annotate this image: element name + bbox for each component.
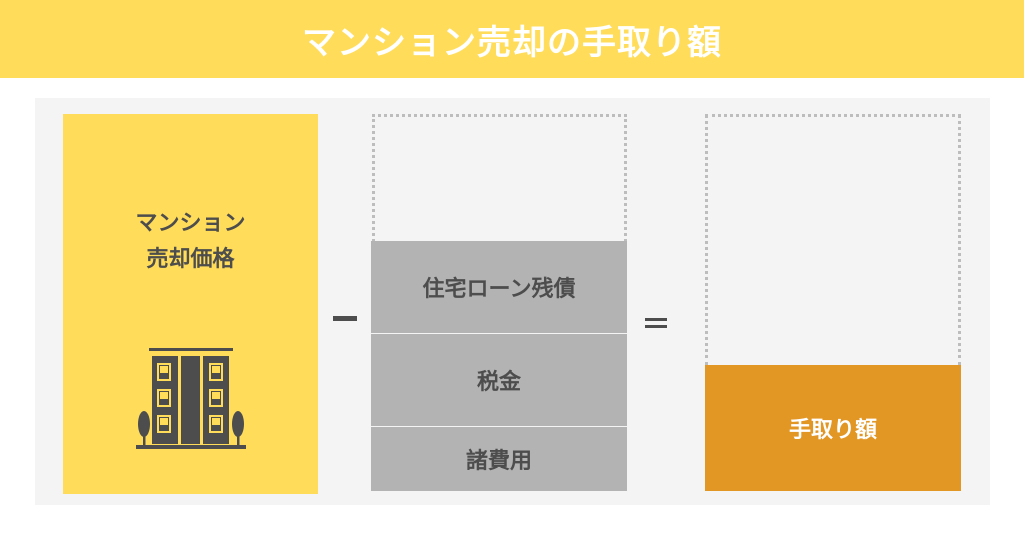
sale-price-label-line1: マンション — [135, 211, 246, 236]
sale-price-label: マンション 売却価格 — [63, 206, 318, 278]
net-proceeds-box: 手取り額 — [705, 365, 961, 491]
deduction-mortgage-balance: 住宅ローン残債 — [371, 241, 627, 333]
deduction-label: 諸費用 — [465, 449, 532, 474]
deduction-label: 住宅ローン残債 — [422, 277, 576, 302]
sale-price-label-line2: 売却価格 — [146, 247, 235, 272]
building-icon — [136, 348, 246, 449]
equals-operator-bottom-bar — [645, 325, 667, 328]
deductions-outline — [372, 114, 627, 242]
deduction-taxes: 税金 — [371, 334, 627, 426]
net-proceeds-label: 手取り額 — [788, 418, 877, 443]
sale-price-box: マンション 売却価格 — [63, 114, 318, 494]
header-banner: マンション売却の手取り額 — [0, 0, 1024, 78]
result-outline — [705, 114, 961, 366]
minus-operator — [333, 316, 357, 321]
equals-operator-top-bar — [645, 318, 667, 321]
deduction-fees: 諸費用 — [371, 427, 627, 491]
deduction-label: 税金 — [476, 370, 521, 395]
page-title: マンション売却の手取り額 — [302, 22, 722, 63]
